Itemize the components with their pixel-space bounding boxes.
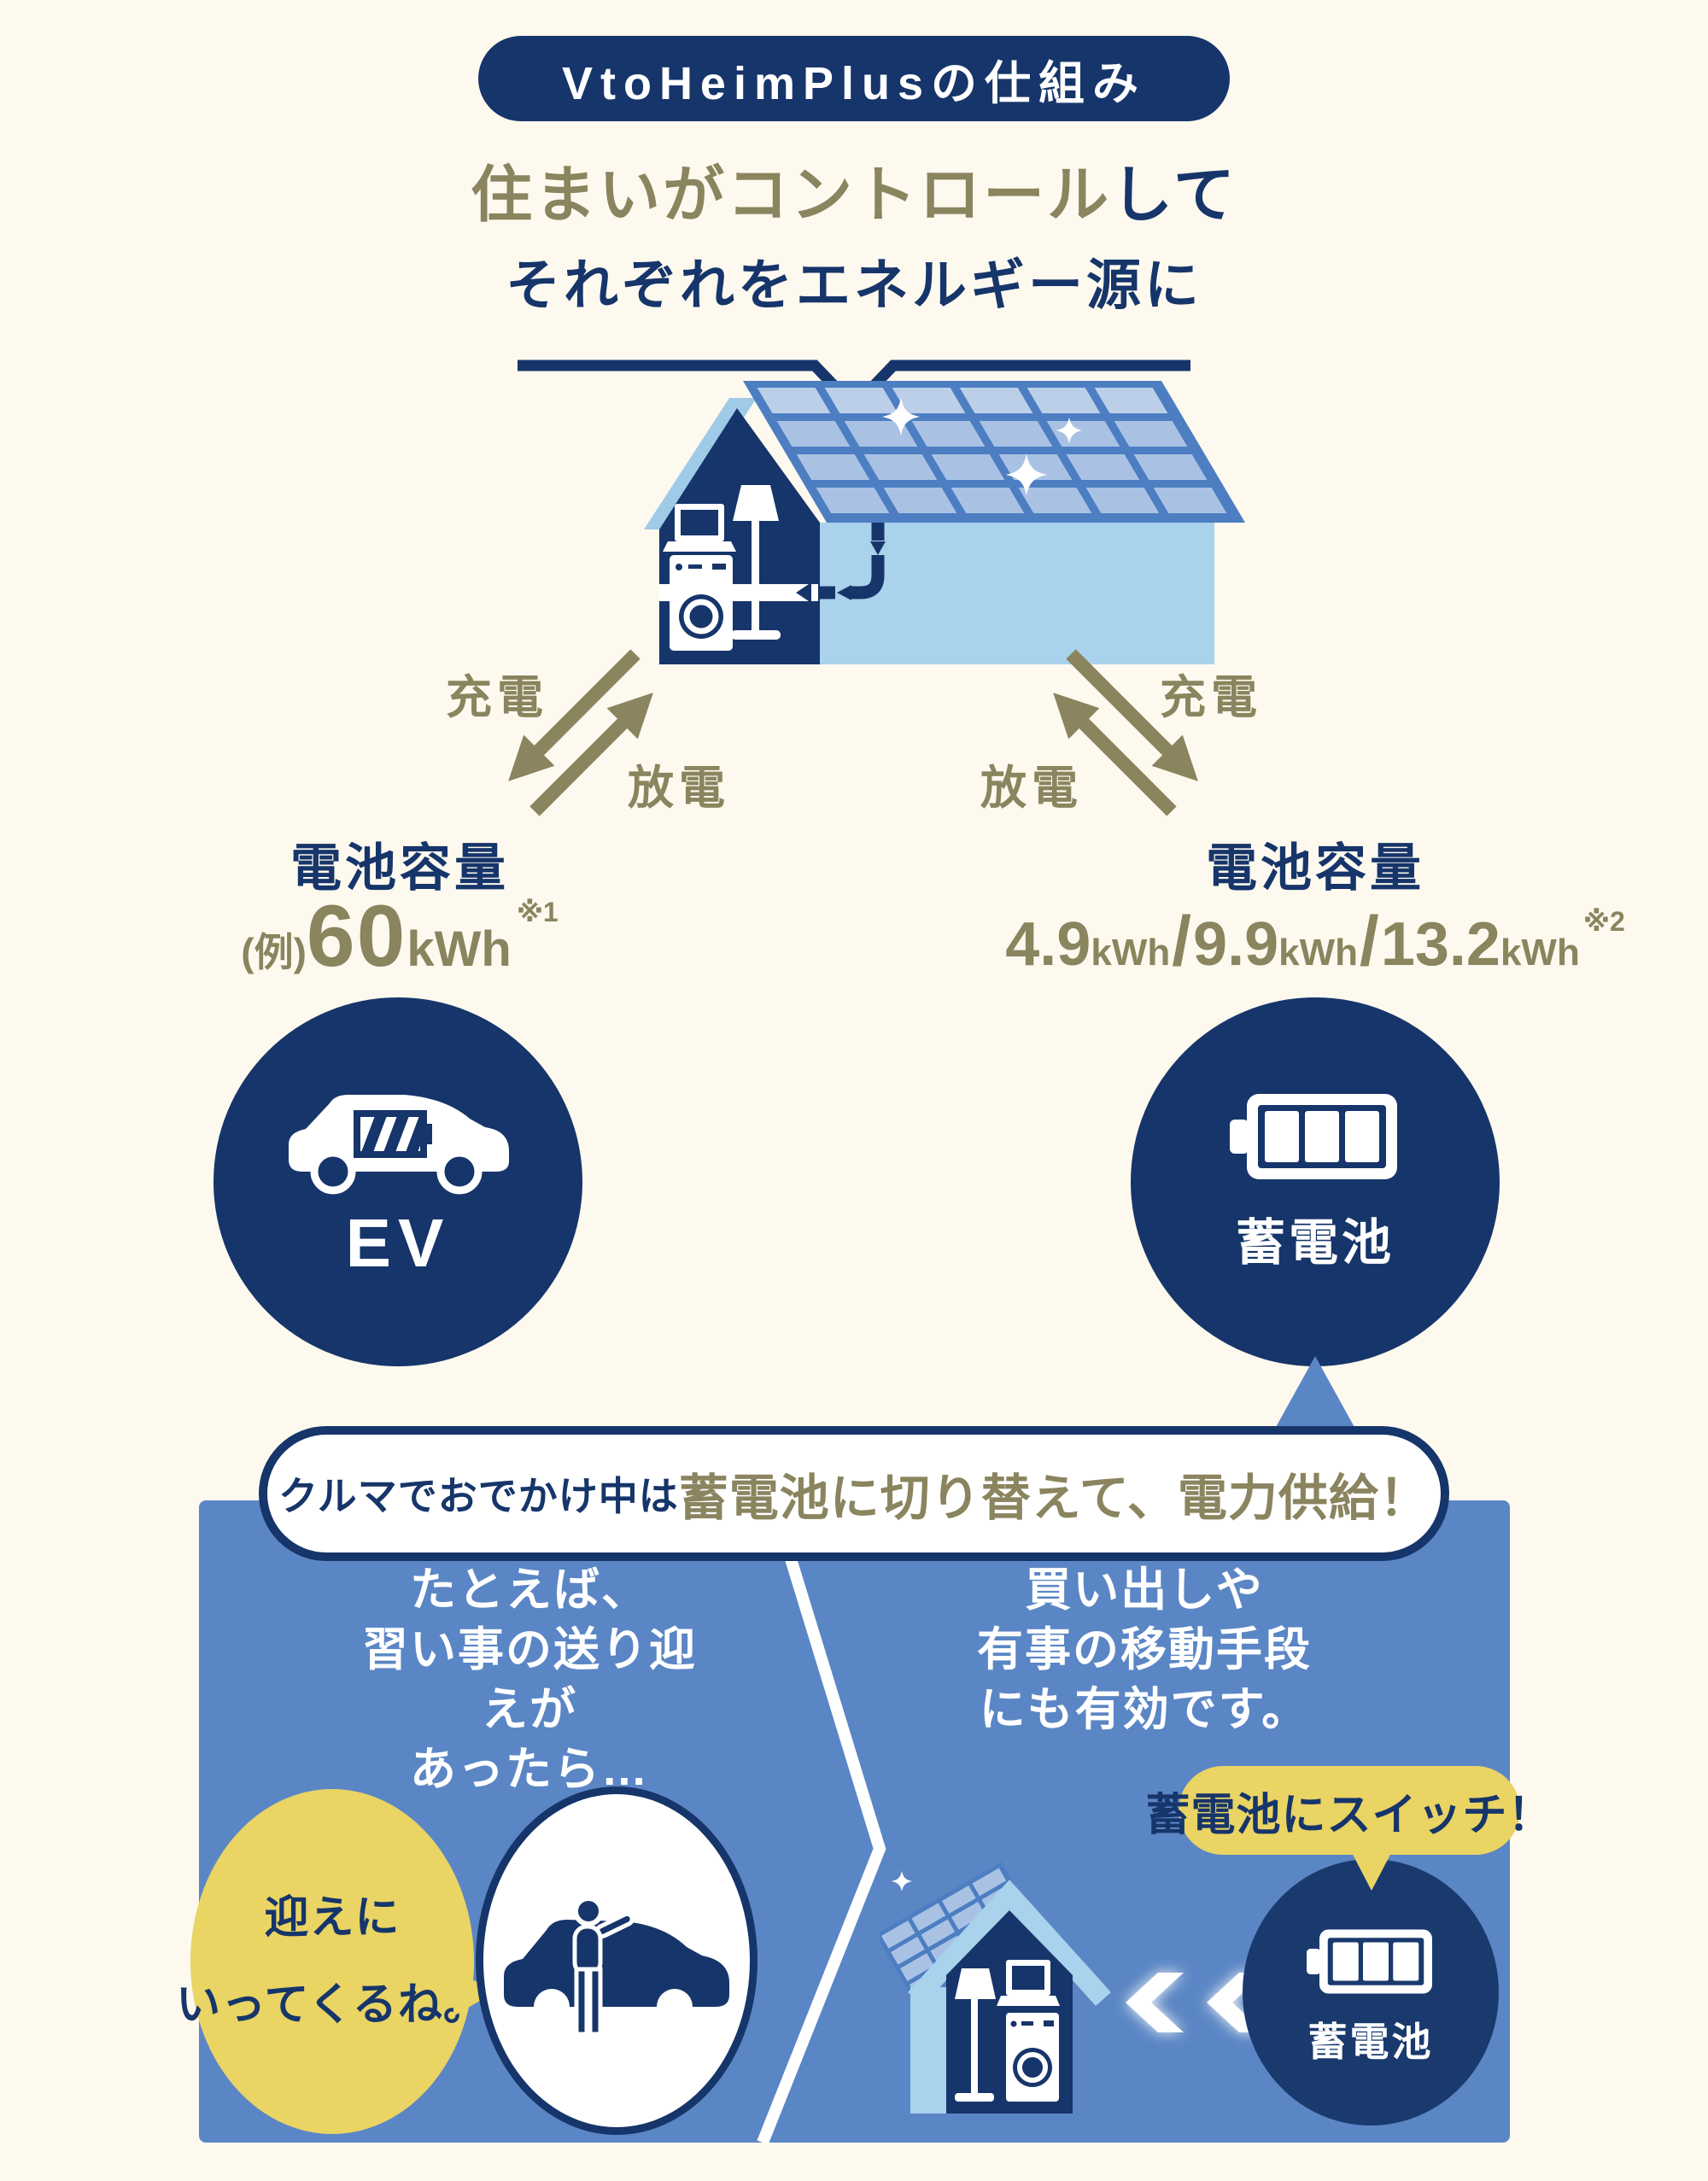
ev-capacity-title: 電池容量 bbox=[290, 839, 509, 897]
small-computer-icon bbox=[997, 1960, 1060, 2006]
panel-title-prefix: クルマでおでかけ中は bbox=[278, 1474, 679, 1518]
battery-flow-arrows-icon bbox=[1053, 649, 1198, 816]
storage-battery-circle: 蓄電池 bbox=[1131, 997, 1500, 1366]
sparkle-icon bbox=[891, 1870, 913, 1892]
left-story-line3: あったら… bbox=[410, 1744, 649, 1795]
battery-capacity-2: 9.9 bbox=[1193, 910, 1279, 979]
heading-line2: それぞれをエネルギー源に bbox=[506, 254, 1202, 316]
battery-discharge-label: 放電 bbox=[980, 763, 1083, 814]
small-house-wall bbox=[910, 1987, 946, 2114]
ev-capacity-footnote: ※1 bbox=[516, 897, 559, 927]
ev-circle-label: EV bbox=[345, 1205, 451, 1281]
car-person-icon bbox=[504, 1896, 729, 2037]
heading-accent: 住まいがコントロール bbox=[471, 161, 1112, 230]
right-story-line2: 有事の移動手段 bbox=[977, 1624, 1312, 1675]
storage-battery-circle-label: 蓄電池 bbox=[1235, 1215, 1395, 1271]
small-lamp-icon bbox=[955, 1968, 996, 2102]
battery-capacity-2-unit: kWh bbox=[1278, 932, 1359, 974]
solar-roof bbox=[743, 381, 1245, 523]
right-story-line1: 買い出しや bbox=[1025, 1564, 1264, 1616]
small-house-illustration bbox=[880, 1862, 1111, 2114]
panel-title-accent: 蓄電池に切り替えて、電力供給！ bbox=[678, 1471, 1430, 1526]
battery-capacity-footnote: ※2 bbox=[1582, 906, 1625, 937]
small-roof bbox=[908, 1880, 1111, 2007]
panel-divider bbox=[757, 1500, 886, 2143]
ev-circle: EV bbox=[214, 997, 582, 1366]
left-story-line2: 習い事の送り迎えが bbox=[362, 1624, 697, 1735]
small-battery-icon bbox=[1307, 1929, 1432, 1994]
person-icon bbox=[572, 1896, 635, 2037]
panel-title-pill: クルマでおでかけ中は蓄電池に切り替えて、電力供給！ bbox=[259, 1426, 1449, 1561]
panel-pointer-triangle bbox=[1271, 1356, 1360, 1436]
battery-capacity-3: 13.2 bbox=[1380, 910, 1500, 979]
power-flow-arrows-icon bbox=[1126, 1973, 1265, 2032]
heading-suffix: して bbox=[1111, 161, 1237, 230]
main-heading: 住まいがコントロールして それぞれをエネルギー源に bbox=[0, 161, 1708, 320]
capacity-separator: / bbox=[1172, 903, 1192, 980]
battery-capacity-3-unit: kWh bbox=[1500, 932, 1580, 974]
band-arrow bbox=[796, 582, 811, 603]
speech-bubble: 迎えに いってくるね。 bbox=[176, 1789, 488, 2134]
ev-car-icon bbox=[289, 1095, 509, 1195]
battery-switch-tag: 蓄電池にスイッチ！ bbox=[1146, 1766, 1553, 1891]
title-badge-text: VtoHeimPlusの仕組み bbox=[561, 57, 1147, 109]
solar-panel-icon bbox=[757, 388, 1227, 513]
small-washer-icon bbox=[1006, 2013, 1059, 2102]
heading-line1: 住まいがコントロールして bbox=[0, 161, 1708, 231]
left-story-text: たとえば、 習い事の送り迎えが あったら… bbox=[342, 1560, 717, 1799]
bottom-panel: たとえば、 習い事の送り迎えが あったら… 買い出しや 有事の移動手段 にも有効… bbox=[176, 1500, 1553, 2143]
energy-pipe-arrow bbox=[818, 523, 886, 601]
ev-capacity-number: 60 bbox=[306, 887, 407, 985]
battery-switch-tag-text: 蓄電池にスイッチ！ bbox=[1145, 1790, 1553, 1840]
switch-battery-circle: 蓄電池 bbox=[1243, 1859, 1499, 2125]
ev-charge-label: 充電 bbox=[446, 672, 548, 723]
switch-battery-label: 蓄電池 bbox=[1307, 2020, 1434, 2064]
house-illustration bbox=[644, 381, 1245, 664]
laptop-icon bbox=[663, 504, 736, 552]
title-badge: VtoHeimPlusの仕組み bbox=[478, 36, 1230, 121]
battery-icon bbox=[1230, 1094, 1397, 1179]
right-story-line3: にも有効です。 bbox=[979, 1684, 1310, 1735]
battery-capacity-1: 4.9 bbox=[1005, 910, 1091, 979]
speech-bubble-line2: いってくるね。 bbox=[176, 1980, 488, 2030]
left-story-line1: たとえば、 bbox=[410, 1564, 649, 1616]
driver-car-circle bbox=[476, 1786, 757, 2135]
battery-capacity-title: 電池容量 bbox=[1206, 839, 1424, 897]
right-story-text: 買い出しや 有事の移動手段 にも有効です。 bbox=[956, 1560, 1332, 1740]
car-battery-icon bbox=[354, 1110, 432, 1158]
speech-bubble-line1: 迎えに bbox=[264, 1893, 401, 1943]
lamp-icon bbox=[731, 485, 781, 640]
washing-machine-icon bbox=[670, 555, 733, 651]
ev-capacity-prefix: (例) bbox=[241, 930, 307, 974]
battery-capacity-1-unit: kWh bbox=[1091, 932, 1171, 974]
ev-flow-arrows-icon bbox=[508, 649, 653, 816]
capacity-separator-2: / bbox=[1360, 903, 1379, 980]
ev-discharge-label: 放電 bbox=[628, 763, 730, 814]
battery-switch-tag-pointer bbox=[1349, 1848, 1394, 1891]
ev-capacity-unit: kWh bbox=[407, 921, 512, 977]
battery-charge-label: 充電 bbox=[1160, 672, 1262, 723]
